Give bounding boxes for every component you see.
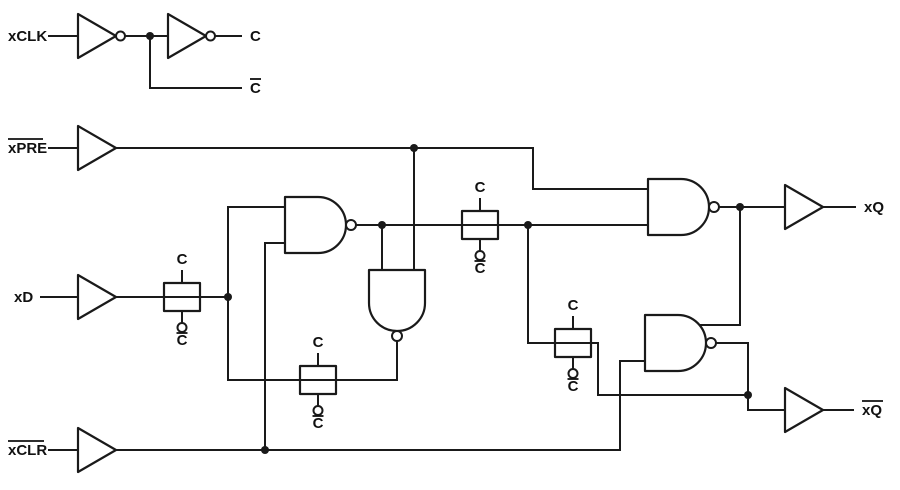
nand-output-bubble — [391, 330, 403, 342]
nand-gate-1 — [283, 195, 357, 255]
buffer-body — [76, 426, 118, 474]
q-output-buffer — [783, 183, 825, 231]
junction-dot — [261, 446, 269, 454]
label-cbar: C — [250, 80, 261, 97]
nand-body — [283, 195, 348, 255]
wire-snode-to-tg3 — [527, 225, 555, 344]
transmission-gate-1: C C — [162, 251, 202, 349]
clk-inverter-1 — [76, 12, 126, 60]
label-xpre: xPRE — [8, 140, 47, 157]
inverter-bubble — [115, 30, 126, 42]
nand-gate-3 — [646, 177, 720, 237]
label-xclk: xCLK — [8, 28, 47, 45]
transmission-gate-4: C C — [298, 334, 338, 432]
tg4-label-c: C — [313, 334, 324, 351]
tg4-label-cbar: C — [313, 415, 324, 432]
label-xclr: xCLR — [8, 442, 47, 459]
tg1-label-cbar: C — [177, 332, 188, 349]
nand-gate-4 — [643, 313, 717, 373]
inverter-body — [76, 12, 118, 60]
label-c: C — [250, 28, 261, 45]
wire-nand4-out — [716, 342, 785, 411]
tg-gate-bubble — [176, 322, 188, 333]
nand-body — [646, 177, 711, 237]
junction-dot — [736, 203, 744, 211]
inverter-bubble — [205, 30, 216, 42]
tg2-label-cbar: C — [475, 260, 486, 277]
tg3-label-cbar: C — [568, 378, 579, 395]
junction-dot — [410, 144, 418, 152]
tg-gate-bubble — [312, 405, 324, 416]
qbar-output-buffer — [783, 386, 825, 434]
label-xqbar: xQ — [862, 402, 882, 419]
inverter-body — [166, 12, 208, 60]
tg2-label-c: C — [475, 179, 486, 196]
nand-output-bubble — [345, 219, 357, 231]
tg1-label-c: C — [177, 251, 188, 268]
wires — [40, 35, 856, 451]
wire-qbar-to-tg3 — [591, 342, 748, 396]
nand-body — [367, 268, 427, 333]
buffer-body — [76, 273, 118, 321]
junction-dot — [224, 293, 232, 301]
label-xq: xQ — [864, 199, 884, 216]
tg3-label-c: C — [568, 297, 579, 314]
label-xd: xD — [14, 289, 33, 306]
nand-output-bubble — [708, 201, 720, 213]
signal-labels: xCLK xPRE xD xCLR C C xQ xQ — [8, 28, 884, 459]
clk-inverter-2 — [166, 12, 216, 60]
junction-dot — [524, 221, 532, 229]
wire-clr-main — [116, 360, 645, 451]
junction-dots — [146, 32, 752, 454]
buffer-body — [783, 183, 825, 231]
wire-nand2-to-tg4 — [336, 341, 398, 381]
nand-body — [643, 313, 708, 373]
junction-dot — [146, 32, 154, 40]
buffer-body — [76, 124, 118, 172]
wire-cbar-branch — [149, 36, 242, 89]
nand-gate-2-vertical — [367, 268, 427, 342]
wire-pre-main — [116, 147, 648, 190]
d-input-buffer — [76, 273, 118, 321]
junction-dot — [378, 221, 386, 229]
pre-input-buffer — [76, 124, 118, 172]
tg-gate-bubble — [567, 368, 579, 379]
tg-gate-bubble — [474, 250, 486, 261]
transmission-gate-2: C C — [460, 179, 500, 277]
junction-dot — [744, 391, 752, 399]
clr-input-buffer — [76, 426, 118, 474]
nand-output-bubble — [705, 337, 717, 349]
buffer-body — [783, 386, 825, 434]
transmission-gate-3: C C — [553, 297, 593, 395]
wire-clr-to-nand1 — [264, 242, 285, 450]
